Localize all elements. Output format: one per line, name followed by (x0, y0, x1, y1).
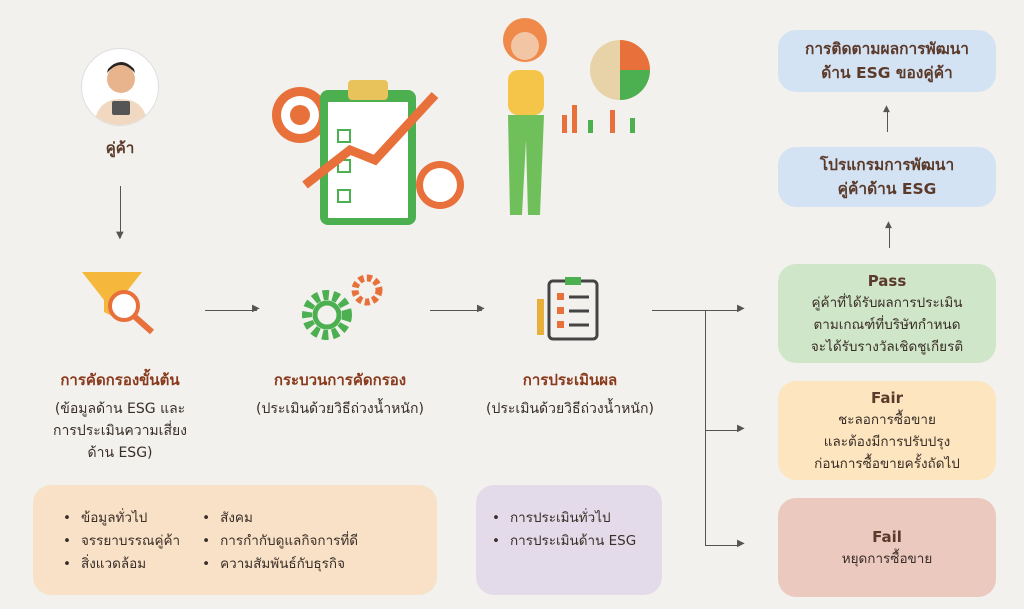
development-program-box: โปรแกรมการพัฒนาคู่ค้าด้าน ESG (778, 147, 996, 207)
woman-figure (503, 18, 547, 215)
screening-criteria-box: ข้อมูลทั่วไปจรรยาบรรณคู่ค้าสิ่งแวดล้อม ส… (33, 485, 437, 595)
alarm-clock-icon (416, 161, 464, 209)
step-evaluation: การประเมินผล (ประเมินด้วยวิธีถ่วงน้ำหนัก… (486, 371, 654, 417)
person-icon (94, 62, 148, 125)
arrow-down (120, 186, 121, 238)
bar-chart-icon (562, 105, 635, 133)
supplier-label: คู่ค้า (105, 139, 135, 157)
branch-connector (652, 310, 740, 311)
step-screening-process: กระบวนการคัดกรอง (ประเมินด้วยวิธีถ่วงน้ำ… (256, 371, 424, 417)
arrow-2 (430, 310, 482, 311)
trend-arrow (302, 91, 439, 189)
funnel-search-icon (82, 272, 154, 335)
checklist-icon (537, 277, 599, 341)
arrow-1 (205, 310, 257, 311)
arrow-head: ▼ (116, 230, 124, 241)
illustration (272, 18, 650, 225)
supplier-avatar (81, 48, 159, 126)
pie-chart-icon (590, 40, 650, 100)
monitoring-box: การติดตามผลการพัฒนาด้าน ESG ของคู่ค้า (778, 30, 996, 92)
gears-icon (302, 274, 383, 340)
step-initial-screening: การคัดกรองขั้นต้น (ข้อมูลด้าน ESG และการ… (52, 371, 188, 461)
evaluation-criteria-box: การประเมินทั่วไปการประเมินด้าน ESG (476, 485, 662, 595)
target-icon (272, 87, 328, 143)
